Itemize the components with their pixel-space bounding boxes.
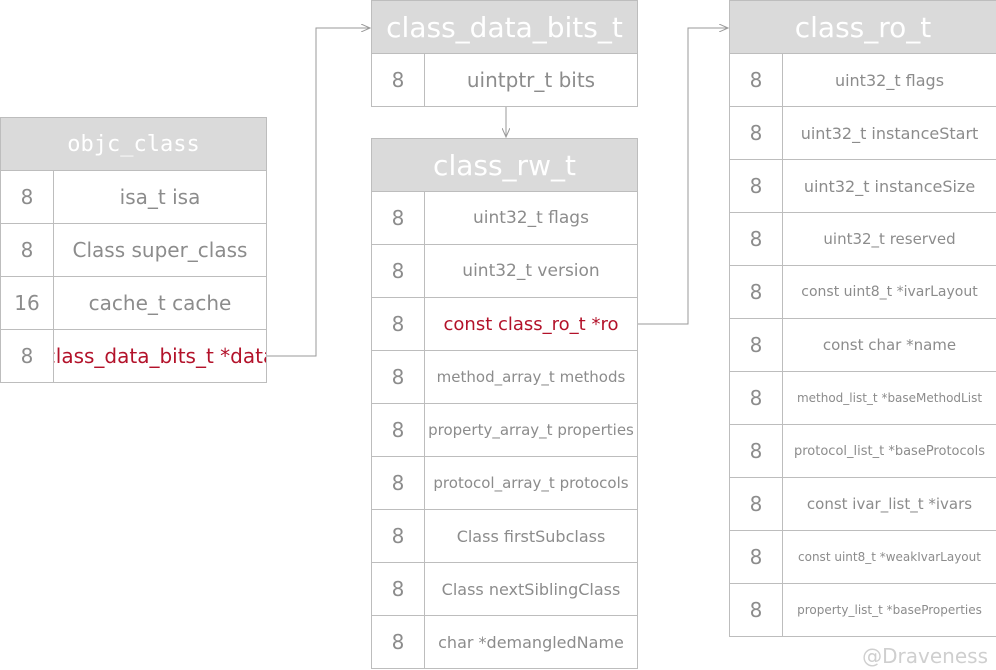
field-size: 8 (730, 425, 783, 477)
field-size: 8 (372, 404, 425, 456)
field-name: char *demangledName (438, 632, 624, 652)
table-row: 8 const char *name (730, 319, 996, 372)
table-row: 8 property_array_t properties (372, 404, 638, 457)
table-row: 16 cache_t cache (1, 277, 267, 330)
field-size: 8 (730, 54, 783, 106)
field-size: 8 (730, 160, 783, 212)
field-name: uint32_t flags (834, 70, 945, 90)
field-name: property_array_t properties (428, 421, 634, 439)
field-size: 8 (372, 616, 425, 668)
field-name: uint32_t instanceStart (800, 123, 979, 143)
field-size: 8 (372, 54, 425, 106)
class-data-bits-title: class_data_bits_t (372, 0, 638, 54)
field-size: 8 (730, 531, 783, 583)
arrow-ro-to-class-ro (637, 28, 728, 325)
field-size: 8 (372, 563, 425, 615)
field-name: isa_t isa (119, 185, 201, 209)
field-size: 8 (372, 298, 425, 350)
table-row: 8 protocol_array_t protocols (372, 457, 638, 510)
field-name: const uint8_t *weakIvarLayout (798, 550, 981, 564)
field-name: Class firstSubclass (456, 526, 606, 546)
field-size: 8 (730, 213, 783, 265)
field-name: method_array_t methods (436, 368, 626, 386)
class-rw-title: class_rw_t (372, 138, 638, 192)
field-name: uint32_t instanceSize (803, 176, 976, 196)
table-row: 8 const ivar_list_t *ivars (730, 478, 996, 531)
class-data-bits-table: class_data_bits_t 8 uintptr_t bits (371, 0, 638, 107)
watermark: @Draveness (862, 644, 988, 668)
field-size: 8 (372, 351, 425, 403)
table-row: 8 Class super_class (1, 224, 267, 277)
table-row: 8 protocol_list_t *baseProtocols (730, 425, 996, 478)
field-size: 8 (372, 192, 425, 244)
field-size: 8 (1, 171, 54, 223)
field-size: 8 (730, 372, 783, 424)
objc-class-table: objc_class 8 isa_t isa 8 Class super_cla… (0, 117, 267, 383)
table-row: 8 Class nextSiblingClass (372, 563, 638, 616)
field-name: uint32_t version (462, 261, 600, 281)
table-row: 8 class_data_bits_t *data (1, 330, 267, 383)
field-name-highlight: class_data_bits_t *data (54, 344, 266, 368)
table-row: 8 uint32_t reserved (730, 213, 996, 266)
field-name: const uint8_t *ivarLayout (801, 284, 978, 300)
table-row: 8 uint32_t instanceSize (730, 160, 996, 213)
table-row: 8 Class firstSubclass (372, 510, 638, 563)
field-size: 8 (730, 266, 783, 318)
field-name: protocol_array_t protocols (433, 474, 629, 492)
field-size: 8 (1, 330, 54, 382)
field-size: 16 (1, 277, 54, 329)
field-name: cache_t cache (88, 291, 232, 315)
table-row: 8 const uint8_t *weakIvarLayout (730, 531, 996, 584)
class-ro-title: class_ro_t (730, 0, 996, 54)
field-size: 8 (730, 478, 783, 530)
table-row: 8 uint32_t flags (730, 54, 996, 107)
field-size: 8 (372, 510, 425, 562)
table-row: 8 char *demangledName (372, 616, 638, 669)
objc-class-title: objc_class (1, 117, 267, 171)
field-size: 8 (1, 224, 54, 276)
field-size: 8 (730, 107, 783, 159)
field-size: 8 (730, 319, 783, 371)
table-row: 8 uintptr_t bits (372, 54, 638, 107)
field-size: 8 (730, 584, 783, 636)
field-name: uint32_t flags (473, 208, 589, 228)
table-row: 8 const class_ro_t *ro (372, 298, 638, 351)
field-name-highlight: const class_ro_t *ro (443, 313, 619, 335)
field-name: method_list_t *baseMethodList (796, 391, 983, 405)
table-row: 8 uint32_t instanceStart (730, 107, 996, 160)
table-row: 8 uint32_t version (372, 245, 638, 298)
class-ro-table: class_ro_t 8 uint32_t flags 8 uint32_t i… (729, 0, 996, 637)
field-name: uintptr_t bits (466, 68, 596, 92)
field-name: property_list_t *baseProperties (797, 603, 982, 617)
field-size: 8 (372, 245, 425, 297)
arrow-data-to-bits (266, 28, 370, 357)
table-row: 8 method_array_t methods (372, 351, 638, 404)
field-name: const char *name (822, 336, 957, 354)
field-size: 8 (372, 457, 425, 509)
table-row: 8 isa_t isa (1, 171, 267, 224)
table-row: 8 property_list_t *baseProperties (730, 584, 996, 637)
table-row: 8 const uint8_t *ivarLayout (730, 266, 996, 319)
table-row: 8 method_list_t *baseMethodList (730, 372, 996, 425)
field-name: const ivar_list_t *ivars (806, 495, 973, 513)
field-name: Class nextSiblingClass (441, 579, 621, 599)
table-row: 8 uint32_t flags (372, 192, 638, 245)
field-name: protocol_list_t *baseProtocols (793, 443, 985, 459)
class-rw-table: class_rw_t 8 uint32_t flags 8 uint32_t v… (371, 138, 638, 669)
field-name: uint32_t reserved (823, 230, 956, 248)
field-name: Class super_class (72, 238, 248, 262)
